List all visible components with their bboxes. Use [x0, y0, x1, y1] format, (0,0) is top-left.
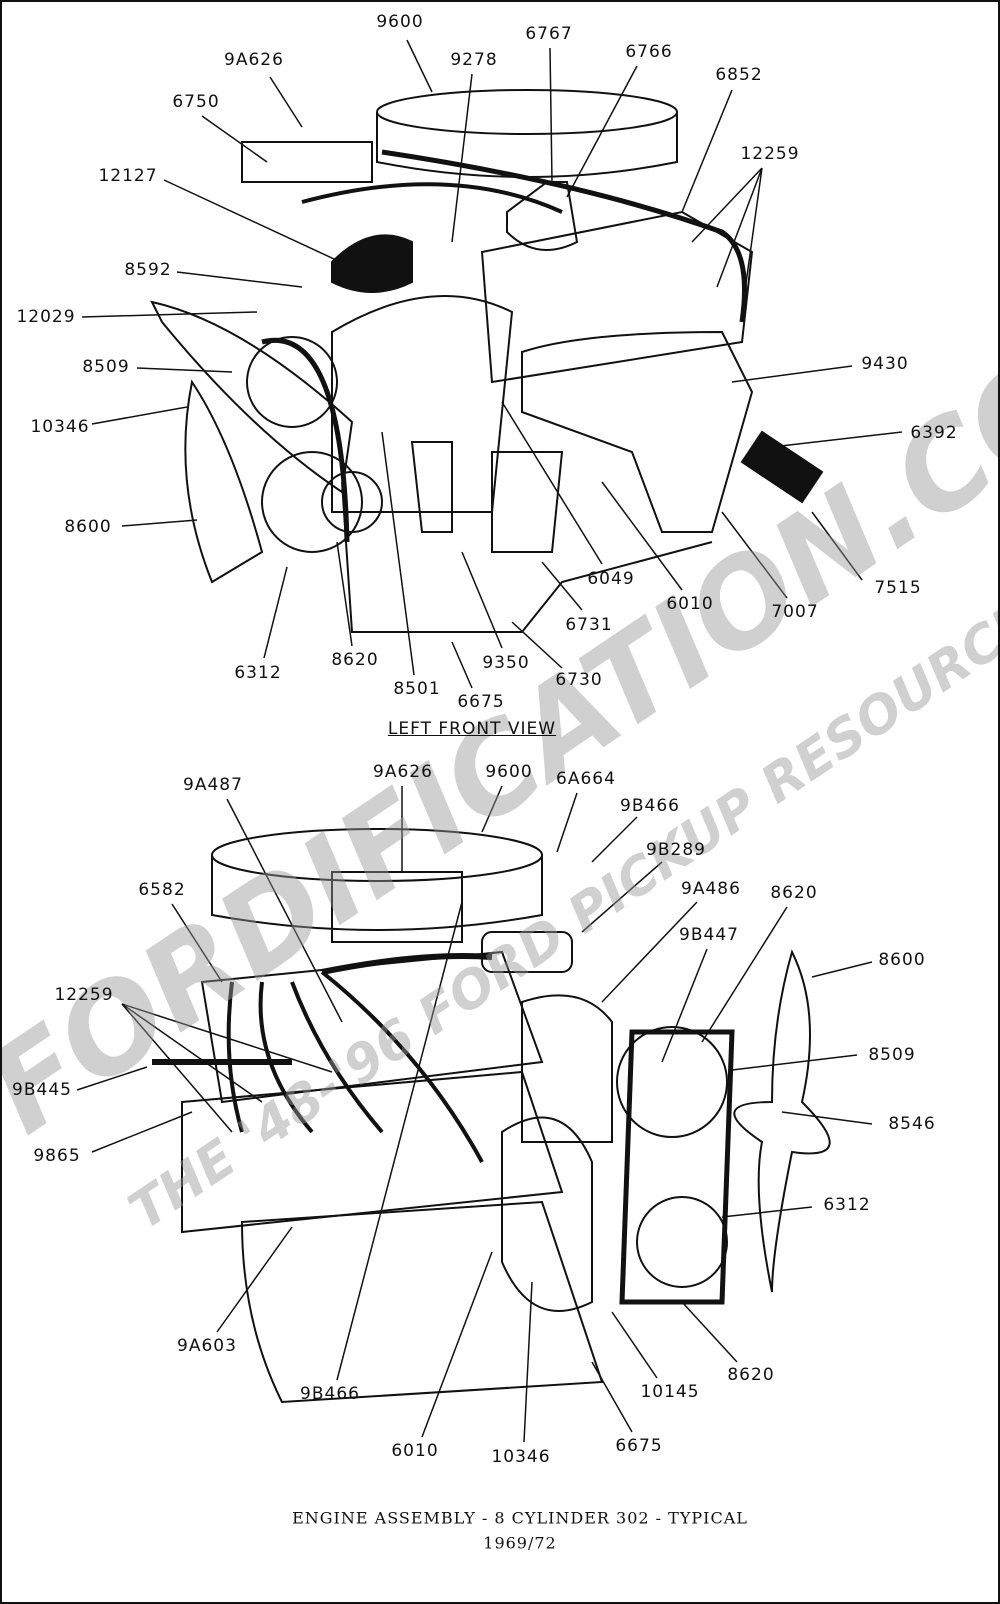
- part-label: 6049: [587, 569, 635, 589]
- part-label: 9B466: [300, 1384, 360, 1404]
- part-label: 8600: [64, 517, 112, 537]
- part-label: 8546: [888, 1114, 936, 1134]
- part-label: 8620: [331, 650, 379, 670]
- part-label: 10346: [30, 417, 90, 437]
- part-label: 6766: [625, 42, 673, 62]
- part-label: 8600: [878, 950, 926, 970]
- part-label: 6010: [666, 594, 714, 614]
- diagram-years: 1969/72: [483, 1533, 557, 1553]
- leader-lines: [76, 39, 903, 1443]
- part-label: 9430: [861, 354, 909, 374]
- part-label: 12259: [740, 144, 800, 164]
- part-label: 9B466: [620, 796, 680, 816]
- part-label: 6010: [391, 1441, 439, 1461]
- part-label: 6312: [234, 663, 282, 683]
- part-label: 9B289: [646, 840, 706, 860]
- part-label: 7515: [874, 578, 922, 598]
- part-label: 9865: [33, 1146, 81, 1166]
- part-label: 6731: [565, 615, 613, 635]
- part-label: 8509: [868, 1045, 916, 1065]
- part-label: 9A486: [681, 879, 741, 899]
- part-label: 10346: [491, 1447, 551, 1467]
- part-label: 8620: [770, 883, 818, 903]
- part-label: 9B447: [679, 925, 739, 945]
- part-label: 6A664: [556, 769, 616, 789]
- part-label: 9A603: [177, 1336, 237, 1356]
- part-label: 9A626: [373, 762, 433, 782]
- part-label: 6582: [138, 880, 186, 900]
- part-label: 9350: [482, 653, 530, 673]
- part-label: 8620: [727, 1365, 775, 1385]
- part-label: 12127: [98, 166, 158, 186]
- diagram-caption: ENGINE ASSEMBLY - 8 CYLINDER 302 - TYPIC…: [292, 1508, 748, 1528]
- part-label: 9A626: [224, 50, 284, 70]
- left-front-view-engine: [150, 89, 824, 633]
- part-label: 6675: [615, 1436, 663, 1456]
- part-label: 6392: [910, 423, 958, 443]
- part-label: 9B445: [12, 1080, 72, 1100]
- part-label: 8509: [82, 357, 130, 377]
- part-label: 8501: [393, 679, 441, 699]
- part-label: 9600: [376, 12, 424, 32]
- part-label: 6312: [823, 1195, 871, 1215]
- part-label: 9278: [450, 50, 498, 70]
- part-label: 6750: [172, 92, 220, 112]
- part-label: 9A487: [183, 775, 243, 795]
- part-label: 7007: [771, 602, 819, 622]
- part-label: 12259: [54, 985, 114, 1005]
- part-label: 10145: [640, 1382, 700, 1402]
- right-front-view-engine: [152, 828, 831, 1404]
- part-label: 6767: [525, 24, 573, 44]
- part-label: 6730: [555, 670, 603, 690]
- part-label: 6852: [715, 65, 763, 85]
- part-label: 8592: [124, 260, 172, 280]
- part-label: 12029: [16, 307, 76, 327]
- view-title-left-front: LEFT FRONT VIEW: [387, 719, 557, 739]
- part-label: 6675: [457, 692, 505, 712]
- part-label: 9600: [485, 762, 533, 782]
